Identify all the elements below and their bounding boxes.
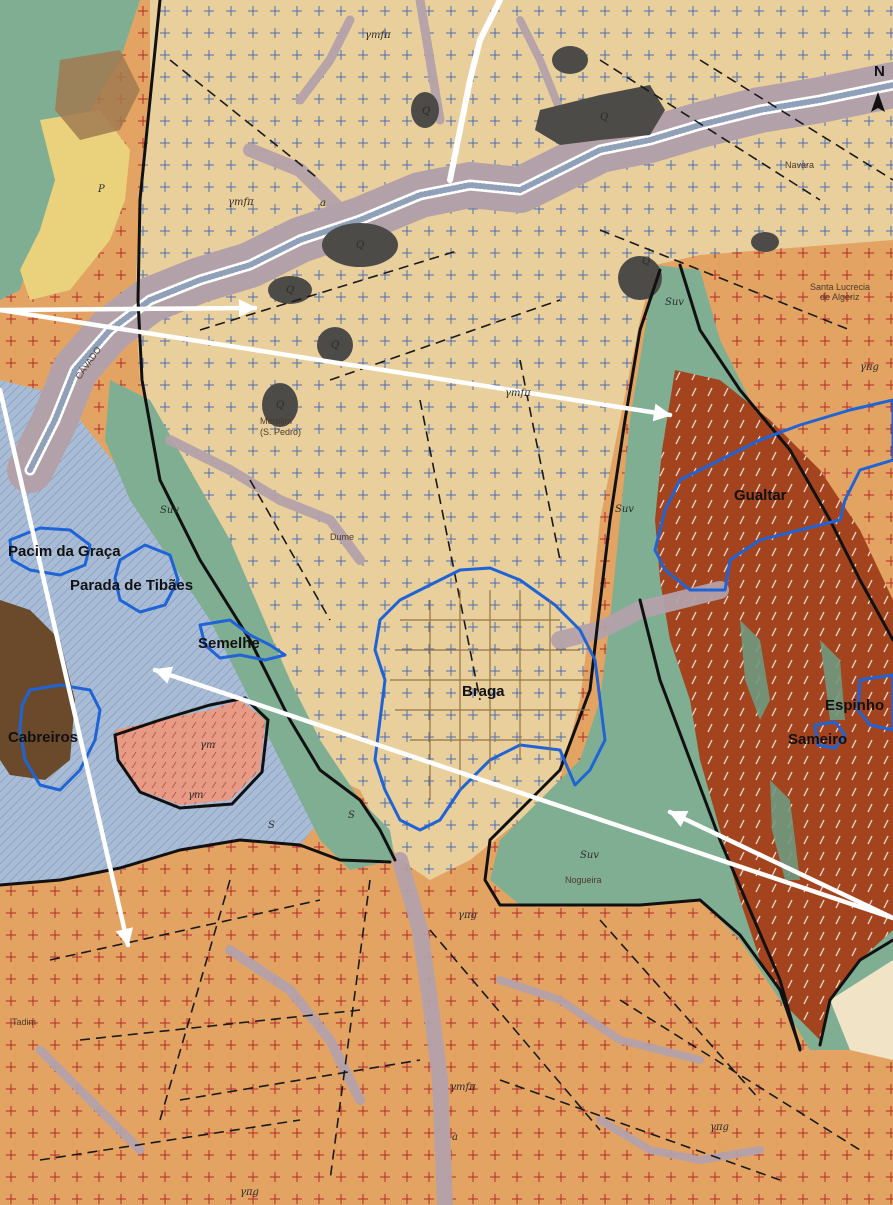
annotation-arrows: [0, 299, 893, 948]
unit-p-yellow: [20, 110, 130, 300]
unit-granite-pink-texture: [115, 700, 265, 805]
arrow-to-fine-granite: [0, 299, 258, 318]
symbol-gmfpi-2: γmfπ: [228, 197, 254, 208]
symbol-q-6: Q: [276, 400, 284, 411]
symbol-a-2: a: [452, 1132, 458, 1143]
symbol-gm-1: γm: [200, 740, 215, 751]
boundary-parada: [113, 543, 180, 614]
symbol-suv-3: Suv: [580, 850, 599, 861]
unit-metasediments-strip-w: [105, 380, 395, 870]
label-dume: Dume: [330, 532, 354, 542]
boundary-cabreiros: [18, 683, 102, 792]
north-arrow-icon: [871, 92, 885, 112]
place-label-sameiro: Sameiro: [788, 731, 847, 748]
urban-area-braga: [390, 590, 590, 800]
symbol-p: P: [97, 184, 105, 195]
place-label-semelhe: Semelhe: [198, 635, 260, 652]
river-channel-dots: [27, 82, 893, 473]
symbol-gmfpi-4: γmfπ: [450, 1082, 476, 1093]
quartz-bodies: [262, 46, 779, 427]
label-merelim: Merelim: [260, 416, 292, 426]
boundary-sameiro: [813, 720, 847, 750]
symbol-gpig-4: γπg: [240, 1187, 259, 1198]
fault-lines-dashed: [39, 59, 893, 1181]
symbol-q-7: Q: [642, 256, 650, 267]
label-de-algeriz: de Algeriz: [820, 292, 860, 302]
place-labels: Pacim da Graça Parada de Tibães Semelhe …: [8, 487, 884, 748]
place-label-braga: Braga: [462, 683, 505, 700]
boundary-braga: [373, 566, 607, 832]
north-arrow: N: [871, 63, 885, 112]
symbol-q-5: Q: [331, 340, 339, 351]
label-santa-lucrecia: Santa Lucrecia: [810, 282, 870, 292]
symbol-s-1: S: [268, 820, 275, 831]
symbol-gpig-1: γπg: [860, 362, 879, 373]
river-tributary-north: [447, 0, 503, 183]
arrow-to-schist: [152, 666, 893, 921]
arrow-to-orthogneiss: [0, 307, 673, 422]
symbol-suv-4: Suv: [665, 297, 684, 308]
symbol-gpig-2: γπg: [458, 910, 477, 921]
north-label: N: [874, 63, 885, 80]
fault-lines-major: [0, 0, 893, 1052]
symbol-s-2: S: [348, 810, 355, 821]
symbol-q-3: Q: [356, 240, 364, 251]
symbol-a-1: a: [320, 198, 326, 209]
alluvium-network: [35, 0, 764, 1205]
symbol-gmfpi-1: γmfπ: [365, 30, 391, 41]
label-merelim-sub: (S. Pedro): [260, 427, 301, 437]
label-tadim: Tadim: [12, 1017, 36, 1027]
symbol-gpig-3: γπg: [710, 1122, 729, 1133]
label-nogueira: Nogueira: [565, 875, 602, 885]
boundary-semelhe: [198, 618, 287, 662]
symbol-gmfpi-3: γmfπ: [505, 388, 531, 399]
symbol-q-1: Q: [422, 106, 430, 117]
unit-symbols: Q Q Q Q Q Q Q γmfπ γmfπ γmfπ γmfπ γπg γπ…: [97, 30, 879, 1198]
boundary-gualtar: [653, 398, 893, 592]
label-navara: Navara: [785, 160, 814, 170]
place-label-pacim: Pacim da Graça: [8, 543, 121, 560]
unit-granite-light-se: [830, 960, 893, 1060]
unit-brown-nw: [55, 50, 140, 140]
contact-pink-granite: [113, 696, 270, 810]
boundary-espinho: [856, 673, 893, 732]
parish-boundaries: [8, 398, 893, 832]
symbol-suv-1: Suv: [160, 505, 179, 516]
unit-orthogneiss-texture: [655, 370, 893, 1040]
boundary-pacim: [8, 526, 92, 577]
place-label-espinho: Espinho: [825, 697, 884, 714]
place-label-parada: Parada de Tibães: [70, 577, 193, 594]
symbol-suv-2: Suv: [615, 504, 634, 515]
place-label-cabreiros: Cabreiros: [8, 729, 78, 746]
unit-orthogneiss-green-lenses: [740, 620, 845, 880]
arrow-to-metasediments: [667, 809, 893, 921]
symbol-gm-2: γm: [188, 790, 203, 801]
symbol-q-4: Q: [286, 285, 294, 296]
unit-granite-orange-ne-texture: [700, 240, 893, 430]
arrow-to-porphyric-granite: [0, 387, 134, 948]
symbol-q-2: Q: [600, 112, 608, 123]
place-label-gualtar: Gualtar: [734, 487, 787, 504]
